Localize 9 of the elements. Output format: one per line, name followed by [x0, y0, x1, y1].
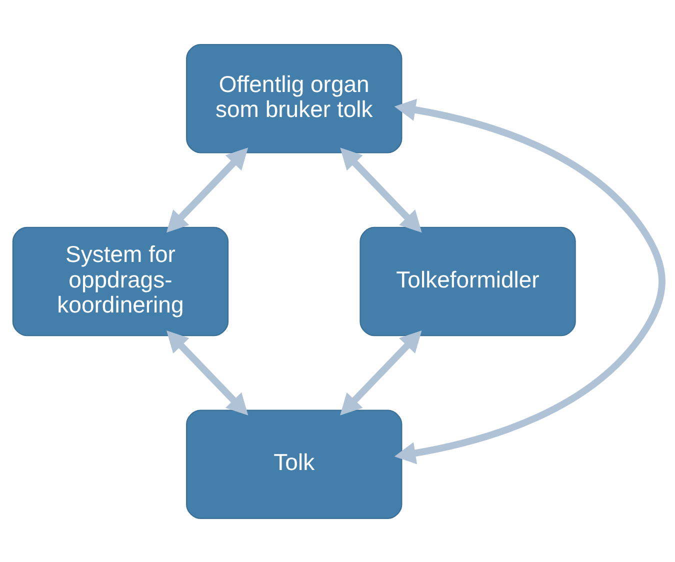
arrow — [340, 330, 422, 415]
node-box: Tolkeformidler — [360, 226, 576, 336]
node-box: Offentlig organ som bruker tolk — [186, 44, 402, 153]
arrow — [394, 98, 666, 464]
arrow — [166, 147, 248, 232]
arrow — [166, 330, 248, 415]
node-box: System for oppdrags- koordinering — [12, 226, 229, 336]
arrow — [340, 147, 422, 232]
node-box: Tolk — [186, 409, 402, 518]
